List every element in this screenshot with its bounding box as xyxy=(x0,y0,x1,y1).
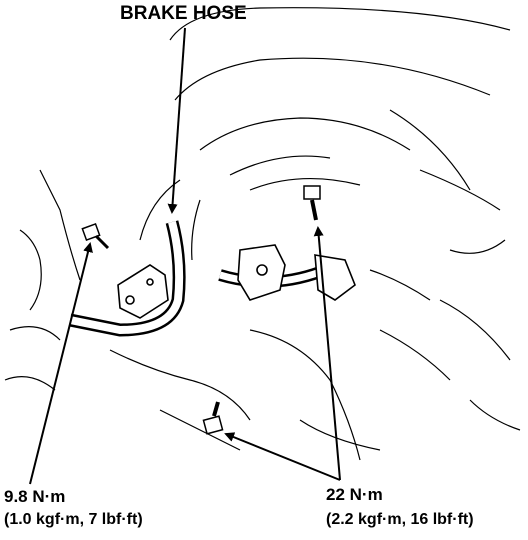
leader-lines xyxy=(29,27,341,485)
hose-bracket-left xyxy=(117,264,169,319)
background-linework xyxy=(4,7,521,461)
bolt-top xyxy=(303,185,321,221)
torque-large-line2: (2.2 kgf·m, 16 lbf·ft) xyxy=(326,511,474,528)
leader-bolt-top xyxy=(313,226,341,481)
leader-brake-hose xyxy=(167,27,186,214)
bolt-lower xyxy=(202,401,224,435)
bolt-small xyxy=(81,223,110,250)
brake-hose-label: BRAKE HOSE xyxy=(120,3,247,24)
leader-bolt-lower xyxy=(224,432,341,481)
torque-large-line1: 22 N·m xyxy=(326,485,383,504)
leader-bolt-small xyxy=(29,242,93,485)
torque-small-line2: (1.0 kgf·m, 7 lbf·ft) xyxy=(4,511,143,528)
hose-bracket-right xyxy=(237,244,356,301)
torque-small-line1: 9.8 N·m xyxy=(4,487,66,506)
